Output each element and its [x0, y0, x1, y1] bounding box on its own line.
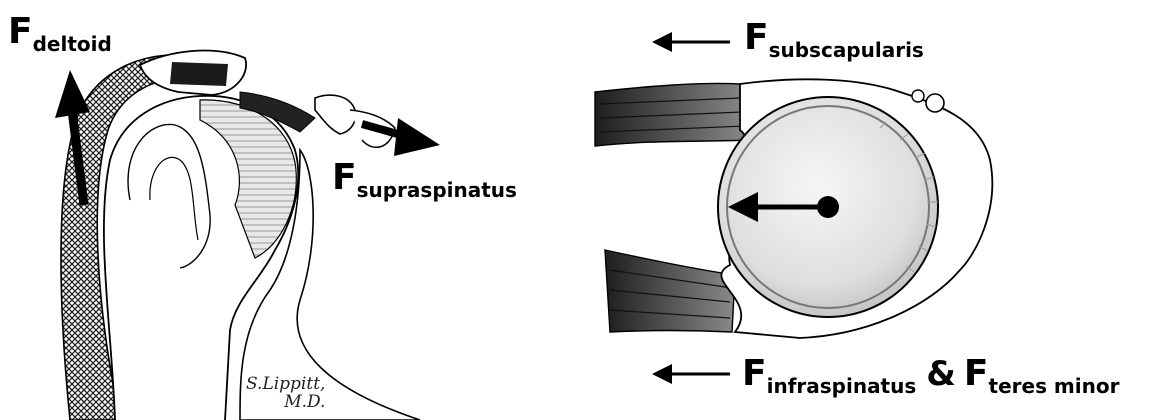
- supraspinatus-force-label: Fsupraspinatus: [332, 160, 517, 196]
- infraspinatus-subscript: infraspinatus: [767, 374, 917, 398]
- force-symbol: F: [332, 157, 357, 198]
- deltoid-force-label: Fdeltoid: [8, 14, 112, 50]
- deltoid-subscript: deltoid: [33, 32, 112, 56]
- infraspinatus-direction-arrow: [652, 364, 730, 384]
- coracoid: [315, 95, 356, 134]
- signature-line-2: M.D.: [246, 394, 325, 412]
- supraspinatus-arrowhead: [394, 118, 440, 156]
- force-symbol: F: [964, 353, 989, 394]
- subscapularis-subscript: subscapularis: [769, 38, 924, 62]
- force-symbol: F: [8, 11, 33, 52]
- head-center-dot: [817, 196, 839, 218]
- supraspinatus-subscript: supraspinatus: [357, 178, 517, 202]
- artist-signature: S.Lippitt, M.D.: [246, 376, 325, 412]
- ampersand: &: [926, 354, 956, 394]
- infraspinatus-teres-force-label: Finfraspinatus&Fteres minor: [742, 356, 1119, 392]
- coronal-shoulder-illustration: [55, 51, 440, 420]
- subscapularis-force-label: Fsubscapularis: [744, 20, 924, 56]
- subscapularis-direction-arrow: [652, 32, 730, 52]
- force-symbol: F: [742, 353, 767, 394]
- deltoid-arrowhead: [55, 70, 90, 118]
- teres-minor-subscript: teres minor: [989, 374, 1120, 398]
- force-symbol: F: [744, 17, 769, 58]
- axial-shoulder-illustration: [595, 79, 992, 338]
